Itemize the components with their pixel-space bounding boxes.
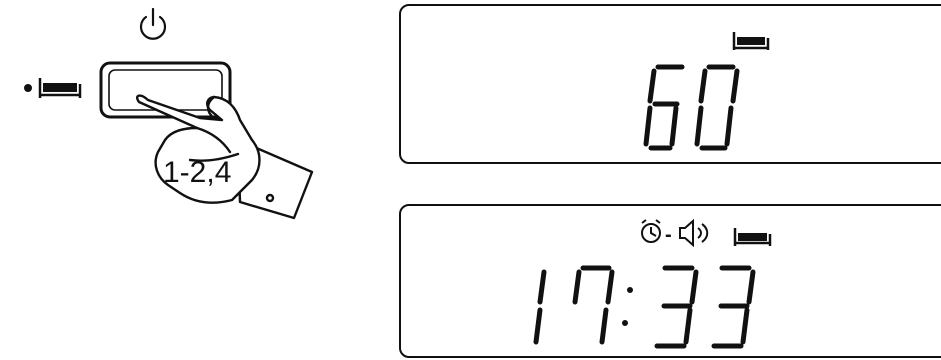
- bed-icon: [40, 78, 80, 98]
- sleep-indicator: [24, 78, 80, 98]
- step-label: 1-2,4: [163, 156, 231, 190]
- bullet-dot: [24, 84, 32, 92]
- icon-separator: -: [665, 224, 672, 246]
- power-icon: [141, 9, 165, 39]
